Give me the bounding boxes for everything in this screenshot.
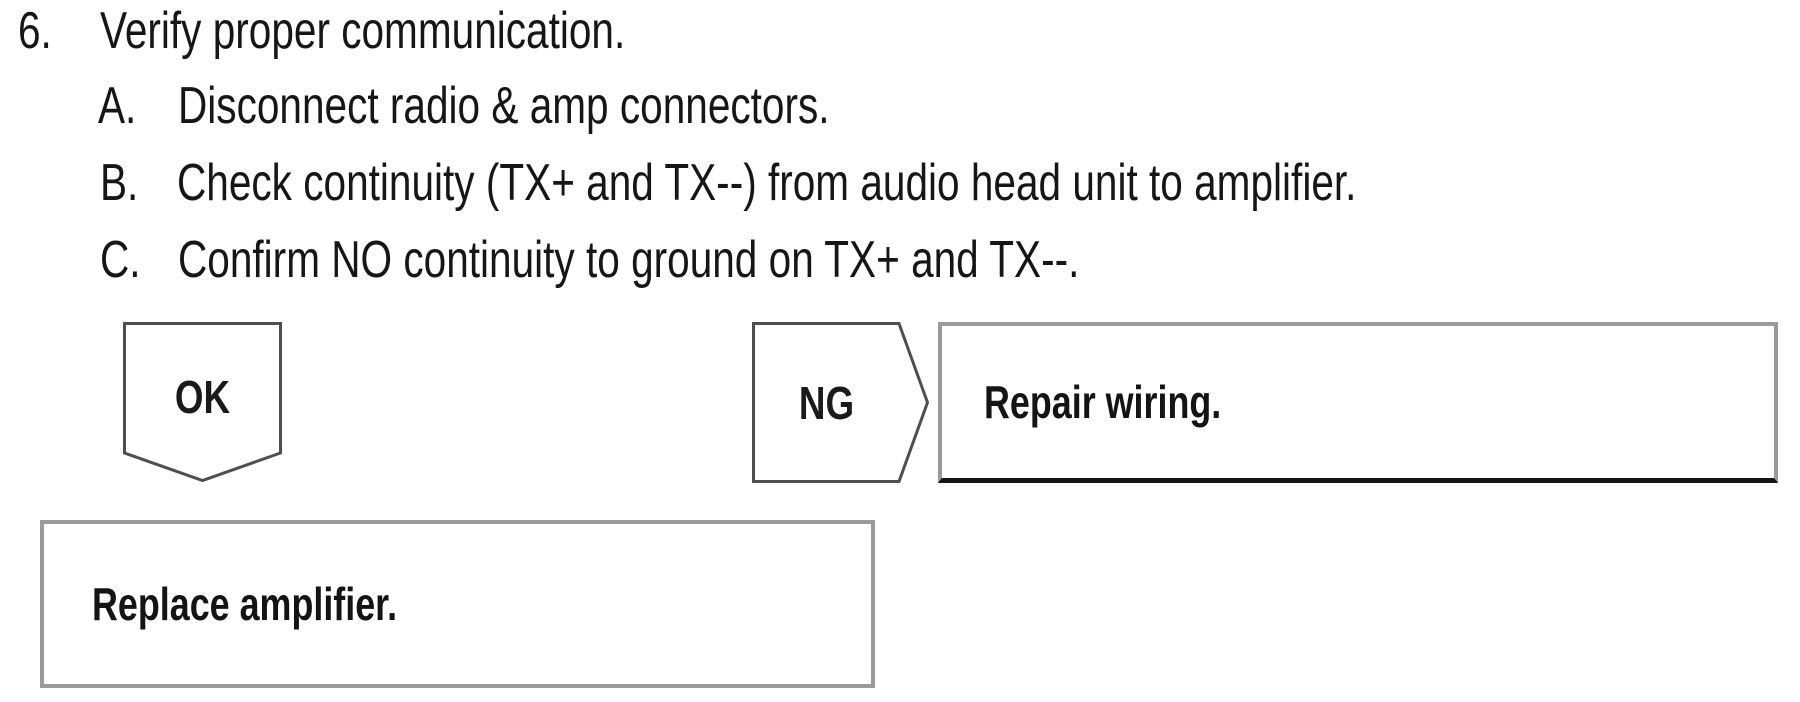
ng-connector-label: NG (798, 376, 854, 429)
ng-action-text: Repair wiring. (984, 376, 1222, 428)
step-title: Verify proper communication. (100, 2, 626, 60)
ok-connector-shape: OK (123, 322, 282, 483)
ng-connector-label-wrap: NG (752, 322, 930, 483)
substep-a-text: Disconnect radio & amp connectors. (178, 77, 830, 135)
substep-c-text: Confirm NO continuity to ground on TX+ a… (178, 231, 1080, 289)
substep-b-label: B. (100, 154, 139, 212)
substep-c-label: C. (100, 231, 141, 289)
ok-connector-label: OK (174, 370, 231, 423)
down-pentagon-icon (123, 322, 282, 483)
step-number: 6. (18, 2, 52, 60)
ng-action-box: Repair wiring. (938, 322, 1778, 483)
ng-connector-shape: NG (752, 322, 930, 483)
ok-connector-label-wrap: OK (123, 322, 282, 483)
ok-action-box: Replace amplifier. (40, 520, 875, 688)
substep-b-text: Check continuity (TX+ and TX--) from aud… (177, 154, 1357, 212)
substep-a-label: A. (98, 77, 137, 135)
ok-action-text: Replace amplifier. (92, 578, 398, 630)
right-pentagon-icon (752, 322, 930, 483)
